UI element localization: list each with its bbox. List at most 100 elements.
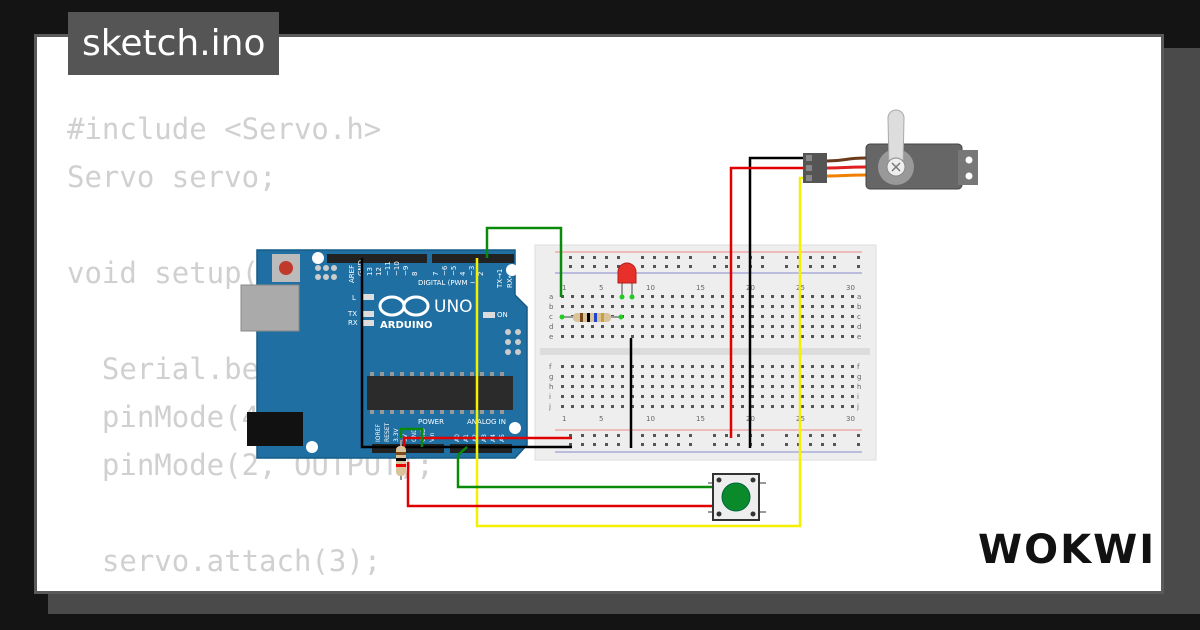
breadboard-hole <box>711 315 714 318</box>
breadboard-hole <box>801 315 804 318</box>
breadboard-hole <box>831 375 834 378</box>
arduino-brand: ARDUINO <box>380 320 432 331</box>
breadboard-hole <box>821 365 824 368</box>
breadboard-hole <box>681 365 684 368</box>
breadboard-hole <box>725 256 728 259</box>
breadboard-hole <box>791 335 794 338</box>
digital-header-high <box>327 254 427 263</box>
breadboard-hole <box>631 335 634 338</box>
breadboard-hole <box>833 443 836 446</box>
breadboard-hole <box>851 315 854 318</box>
breadboard-hole <box>731 375 734 378</box>
breadboard-hole <box>781 365 784 368</box>
breadboard-hole <box>771 405 774 408</box>
breadboard-hole <box>821 405 824 408</box>
breadboard-hole <box>561 385 564 388</box>
breadboard-hole <box>801 405 804 408</box>
pin-12-label: 12 <box>375 267 383 276</box>
breadboard-hole <box>641 315 644 318</box>
breadboard-hole <box>781 305 784 308</box>
breadboard-hole <box>761 315 764 318</box>
breadboard-hole <box>601 405 604 408</box>
breadboard-hole <box>741 325 744 328</box>
breadboard-hole <box>701 325 704 328</box>
resistor-led[interactable] <box>559 313 624 322</box>
breadboard-hole <box>631 405 634 408</box>
wire-green-pulldown[interactable] <box>399 427 424 447</box>
breadboard-hole <box>581 405 584 408</box>
breadboard-hole <box>691 335 694 338</box>
breadboard-hole <box>651 405 654 408</box>
digital-pwm-label: DIGITAL (PWM ~) <box>418 279 479 287</box>
breadboard-hole <box>811 325 814 328</box>
breadboard-hole <box>691 315 694 318</box>
breadboard-hole <box>851 325 854 328</box>
tx-pin-label: TX→1 <box>496 269 504 289</box>
arduino-infinity-logo <box>378 295 430 317</box>
breadboard-hole <box>611 295 614 298</box>
breadboard-hole <box>617 434 620 437</box>
breadboard-hole <box>841 295 844 298</box>
breadboard-hole <box>851 295 854 298</box>
pin-13-label: 13 <box>366 267 374 276</box>
breadboard-hole <box>801 395 804 398</box>
breadboard-hole <box>791 325 794 328</box>
breadboard-hole <box>653 434 656 437</box>
wire-red-servo[interactable] <box>729 166 806 438</box>
arduino-uno-board[interactable]: AREF GND 13 12 ~11 ~10 ~9 8 7 ~6 ~5 4 ~3… <box>240 249 528 459</box>
breadboard-hole <box>851 385 854 388</box>
breadboard-hole <box>721 375 724 378</box>
col-10-label-bottom: 10 <box>646 415 655 423</box>
red-led[interactable] <box>617 262 637 300</box>
pushbutton[interactable] <box>708 473 766 521</box>
breadboard-hole <box>661 375 664 378</box>
breadboard[interactable]: 1 5 10 15 20 25 30 1 5 10 15 20 25 30 a … <box>534 244 877 461</box>
breadboard-hole <box>731 295 734 298</box>
led-l-label: L <box>352 294 356 302</box>
breadboard-hole <box>761 443 764 446</box>
wire-red-button[interactable] <box>406 462 715 508</box>
breadboard-hole <box>591 325 594 328</box>
breadboard-hole <box>857 434 860 437</box>
row-c-label: c <box>549 313 553 321</box>
wire-yellow-servo-signal[interactable] <box>475 176 806 528</box>
breadboard-hole <box>801 305 804 308</box>
sketch-filename-tab[interactable]: sketch.ino <box>68 12 280 75</box>
wire-green-led[interactable] <box>485 226 563 297</box>
breadboard-hole <box>831 315 834 318</box>
breadboard-hole <box>701 385 704 388</box>
breadboard-hole <box>791 315 794 318</box>
breadboard-hole <box>761 395 764 398</box>
wire-black-gnd[interactable] <box>360 258 572 449</box>
breadboard-hole <box>811 335 814 338</box>
breadboard-hole <box>821 265 824 268</box>
breadboard-hole <box>761 385 764 388</box>
breadboard-hole <box>691 325 694 328</box>
breadboard-hole <box>593 434 596 437</box>
breadboard-hole <box>681 315 684 318</box>
breadboard-hole <box>561 365 564 368</box>
breadboard-hole <box>601 335 604 338</box>
ioref-label: IOREF <box>375 424 382 442</box>
breadboard-hole <box>591 375 594 378</box>
breadboard-hole <box>689 256 692 259</box>
breadboard-hole <box>721 335 724 338</box>
breadboard-hole <box>611 405 614 408</box>
breadboard-hole <box>741 315 744 318</box>
breadboard-hole <box>711 365 714 368</box>
breadboard-hole <box>841 395 844 398</box>
breadboard-hole <box>671 385 674 388</box>
breadboard-hole <box>811 315 814 318</box>
resistor-pulldown[interactable] <box>396 440 406 480</box>
wire-black-servo[interactable] <box>748 156 806 448</box>
breadboard-hole <box>641 405 644 408</box>
breadboard-hole <box>771 295 774 298</box>
wire-red-5v[interactable] <box>402 436 572 447</box>
breadboard-hole <box>581 395 584 398</box>
breadboard-hole <box>751 325 754 328</box>
breadboard-hole <box>651 295 654 298</box>
3v3-pin-label: 3.3V <box>393 427 400 442</box>
wire-green-button[interactable] <box>456 446 715 489</box>
breadboard-hole <box>677 265 680 268</box>
servo-motor[interactable] <box>803 109 978 190</box>
